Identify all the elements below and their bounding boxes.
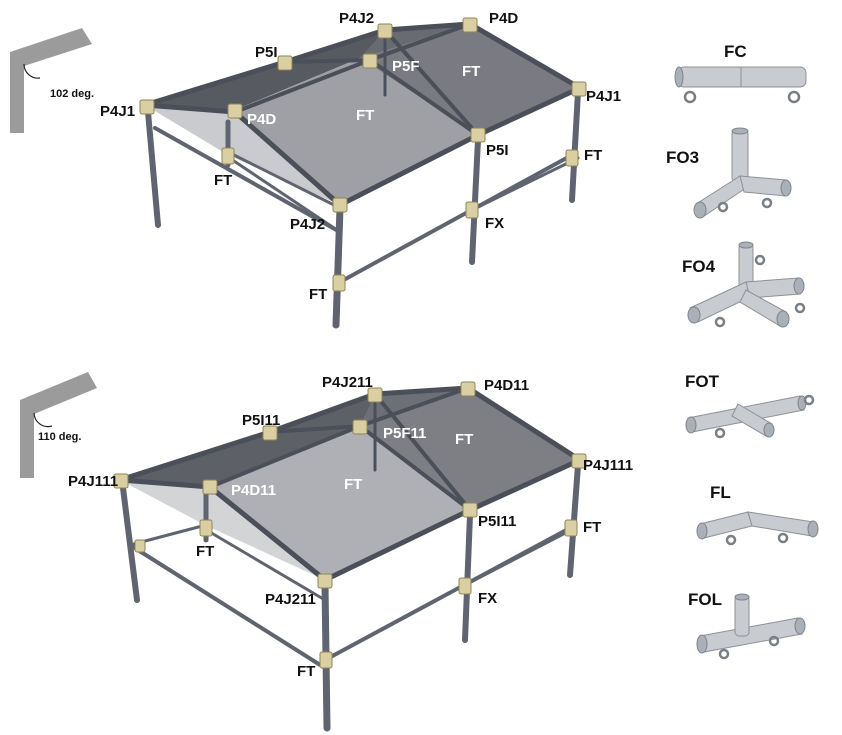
label-FT-ridge-mid: FT — [356, 107, 374, 124]
label-FT-front: FT — [309, 286, 327, 303]
label-FT-front: FT — [297, 663, 315, 680]
label-P5F11: P5F11 — [383, 425, 426, 442]
label-FT-ridge-mid: FT — [344, 476, 362, 493]
part-FOT: FOT — [685, 372, 815, 439]
roof-panel-front — [210, 426, 470, 580]
label-FX: FX — [478, 590, 497, 607]
label-P4J1-right: P4J1 — [586, 88, 621, 105]
roof-panel-front — [235, 58, 478, 205]
roof-panel-back-right — [360, 24, 580, 135]
part-FL-label: FL — [710, 483, 731, 502]
roof-panel-left-hip — [145, 105, 340, 205]
label-FT-ridge-right: FT — [455, 431, 473, 448]
label-P5I-top: P5I — [255, 44, 278, 61]
part-FL: FL — [696, 483, 819, 546]
label-P5I11-top: P5I11 — [242, 412, 280, 429]
angle-label-bottom: 110 deg. — [38, 431, 81, 443]
label-FX: FX — [485, 215, 504, 232]
label-P5I11-front: P5I11 — [478, 513, 516, 530]
roof-angle-icon-bottom: 110 deg. — [20, 372, 97, 478]
label-P5F: P5F — [392, 58, 420, 75]
label-P4D11-top: P4D11 — [484, 377, 529, 394]
angle-label-top: 102 deg. — [50, 88, 94, 100]
label-P4J111-right: P4J111 — [583, 457, 633, 474]
part-FO3: FO3 — [666, 127, 792, 219]
label-P5I-front: P5I — [486, 142, 509, 159]
label-P4J211-front: P4J211 — [265, 591, 316, 608]
roof-panel-left-hip — [120, 480, 325, 580]
label-P4D11-left: P4D11 — [231, 482, 276, 499]
label-P4D-top: P4D — [489, 10, 518, 27]
part-FC: FC — [674, 42, 807, 104]
label-P4J2-top: P4J2 — [339, 10, 374, 27]
part-FO3-label: FO3 — [666, 148, 699, 167]
part-FOL: FOL — [688, 590, 806, 660]
label-FT-right: FT — [583, 519, 601, 536]
label-FT-right: FT — [584, 147, 602, 164]
label-FT-left: FT — [196, 543, 214, 560]
part-FO4-label: FO4 — [682, 257, 716, 276]
label-P4J2-front: P4J2 — [290, 216, 325, 233]
roof-angle-icon-top: 102 deg. — [10, 28, 94, 133]
label-P4D-left: P4D — [247, 111, 276, 128]
part-FOT-label: FOT — [685, 372, 720, 391]
tent-frame-bottom: P4J211 P4D11 P5I11 P5F11 FT FT P4J111 P4… — [68, 374, 633, 732]
roof-panel-back-right — [360, 388, 580, 510]
label-P4J111-left: P4J111 — [68, 473, 118, 490]
label-FT-left: FT — [214, 172, 232, 189]
tent-frame-top: P4J2 P4D P5I P5F FT FT P4J1 P4J1 P4D P5I… — [100, 10, 621, 329]
label-FT-ridge-right: FT — [462, 63, 480, 80]
part-FO4: FO4 — [682, 241, 806, 328]
part-FC-label: FC — [724, 42, 747, 61]
label-P4J211-top: P4J211 — [322, 374, 373, 391]
part-FOL-label: FOL — [688, 590, 722, 609]
label-P4J1-left: P4J1 — [100, 103, 135, 120]
